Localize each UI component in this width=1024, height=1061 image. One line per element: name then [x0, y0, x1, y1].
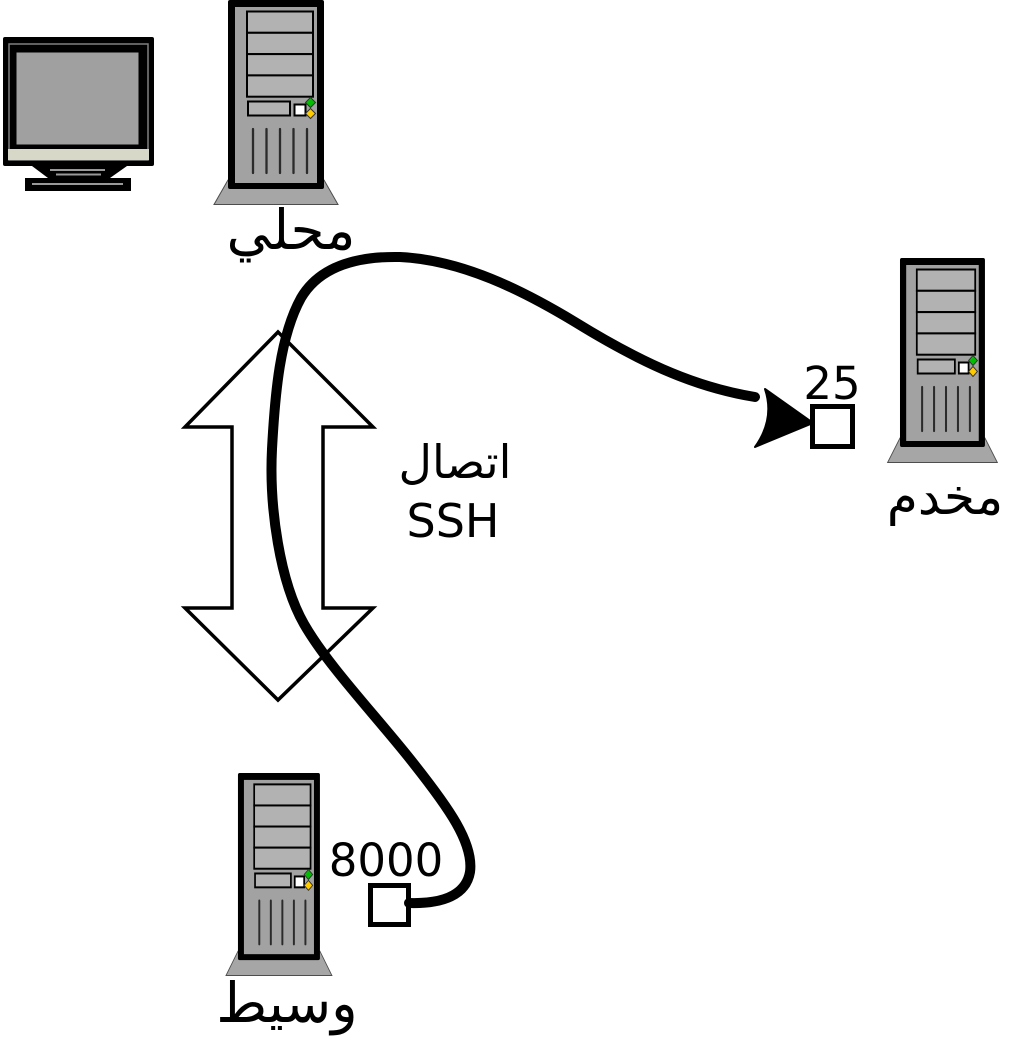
proxy-port: 8000 [329, 834, 444, 927]
server-port-label: 25 [803, 357, 860, 410]
local-computer-icon [212, 0, 340, 206]
connection-label-arabic: اتصال [399, 435, 512, 489]
proxy-port-box [368, 883, 411, 927]
connection-label-ssh: SSH [407, 494, 500, 548]
server-port-box [810, 404, 855, 449]
crt-monitor-icon [3, 37, 154, 191]
tunnel-cable [266, 251, 814, 909]
server-label: مخدم [887, 468, 1003, 526]
connection-label: اتصال SSH [399, 435, 512, 548]
cable-arrowhead-icon [754, 388, 814, 448]
monitor-neck [32, 166, 127, 178]
proxy-label: وسيط [216, 971, 357, 1036]
tunnel-cable-curve [266, 251, 760, 909]
server-port: 25 [803, 357, 861, 449]
local-label: محلي [226, 198, 355, 263]
proxy-computer-icon [224, 771, 334, 977]
server-computer-icon [886, 256, 999, 464]
monitor-screen [13, 49, 142, 148]
proxy-port-label: 8000 [329, 834, 444, 887]
monitor-bezel-strip [8, 149, 149, 160]
